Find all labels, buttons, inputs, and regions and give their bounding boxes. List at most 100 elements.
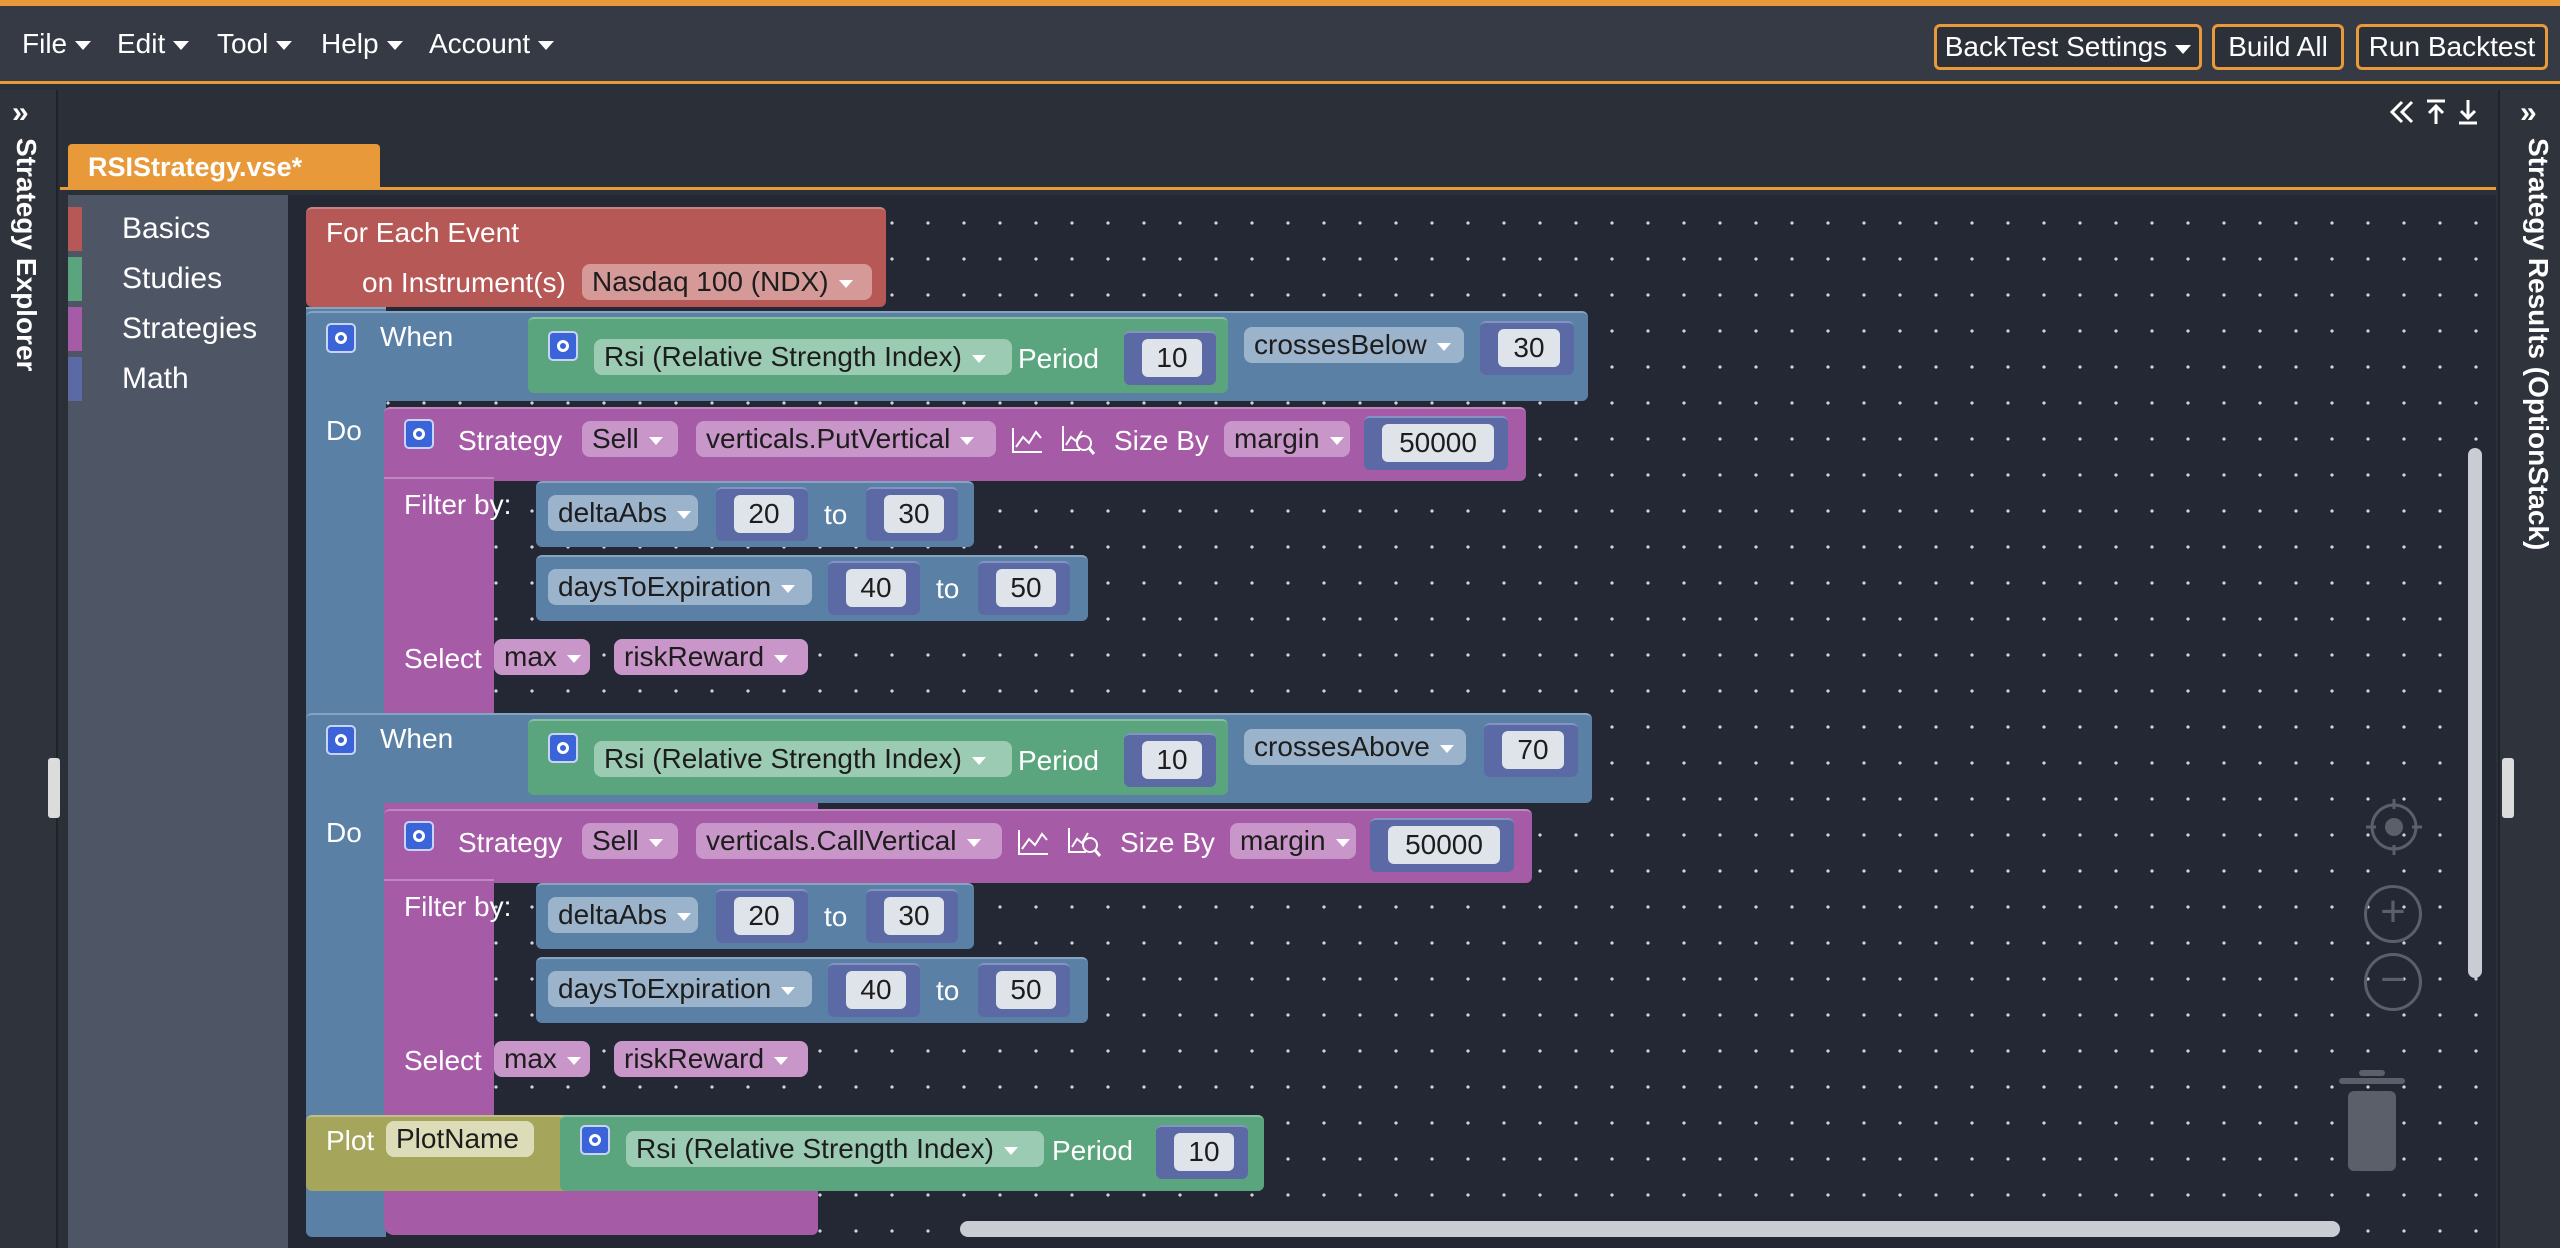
expand-panel-icon[interactable]: » — [2520, 96, 2537, 129]
collapse-all-icon[interactable] — [2388, 98, 2416, 126]
filter-from-input[interactable]: 20 — [734, 897, 794, 935]
chevron-down-icon — [2175, 44, 2192, 54]
gear-icon[interactable] — [404, 821, 434, 851]
gear-icon[interactable] — [326, 323, 356, 353]
toolbox-category-strategies[interactable]: Strategies — [68, 307, 288, 351]
gear-icon[interactable] — [580, 1125, 610, 1155]
gear-icon[interactable] — [404, 419, 434, 449]
period-input-1[interactable]: 10 — [1142, 339, 1202, 377]
comparator-dropdown-2[interactable]: crossesAbove — [1244, 729, 1466, 765]
select-field-dropdown-1[interactable]: riskReward — [614, 639, 808, 675]
menu-help-label: Help — [321, 27, 379, 59]
threshold-input-2[interactable]: 70 — [1502, 731, 1564, 769]
filter-to-input[interactable]: 50 — [996, 569, 1056, 607]
study-value: Rsi (Relative Strength Index) — [636, 1133, 994, 1164]
chevron-down-icon — [838, 279, 853, 288]
gear-icon[interactable] — [326, 725, 356, 755]
tab-rsistrategy[interactable]: RSIStrategy.vse* — [68, 144, 380, 190]
expand-panel-icon[interactable]: » — [12, 96, 29, 129]
zoom-out-icon[interactable]: − — [2364, 953, 2422, 1011]
size-by-dropdown-1[interactable]: margin — [1224, 421, 1350, 457]
menu-account-label: Account — [429, 27, 531, 59]
filter-from-input[interactable]: 40 — [846, 569, 906, 607]
size-input-2[interactable]: 50000 — [1388, 826, 1500, 864]
period-label: Period — [1018, 745, 1099, 776]
inspect-chart-icon[interactable] — [1060, 423, 1096, 457]
gear-icon[interactable] — [548, 331, 578, 361]
backtest-settings-button[interactable]: BackTest Settings — [1934, 24, 2202, 70]
study-dropdown-1[interactable]: Rsi (Relative Strength Index) — [594, 339, 1012, 375]
strategy-type-value: verticals.CallVertical — [706, 825, 957, 856]
strategy-type-dropdown-2[interactable]: verticals.CallVertical — [696, 823, 1002, 859]
study-value: Rsi (Relative Strength Index) — [604, 743, 962, 774]
size-by-value: margin — [1234, 423, 1320, 454]
workspace-canvas[interactable]: For Each Event on Instrument(s) Nasdaq 1… — [288, 195, 2496, 1248]
move-top-icon[interactable] — [2424, 98, 2448, 126]
size-input-1[interactable]: 50000 — [1382, 424, 1494, 462]
side-value: Sell — [592, 825, 639, 856]
size-by-dropdown-2[interactable]: margin — [1230, 823, 1356, 859]
menu-file[interactable]: File — [22, 6, 92, 81]
filter-field-dropdown[interactable]: deltaAbs — [548, 897, 698, 933]
select-mode-dropdown-1[interactable]: max — [494, 639, 590, 675]
filter-field-dropdown[interactable]: daysToExpiration — [548, 971, 812, 1007]
side-dropdown-1[interactable]: Sell — [582, 421, 678, 457]
filter-field-dropdown[interactable]: daysToExpiration — [548, 569, 812, 605]
chevron-down-icon — [566, 1056, 581, 1065]
strategy-label: Strategy — [458, 425, 563, 456]
filter-to-input[interactable]: 50 — [996, 971, 1056, 1009]
tab-close-icon[interactable]: × — [352, 146, 374, 168]
plot-period-input[interactable]: 10 — [1174, 1133, 1234, 1171]
period-input-2[interactable]: 10 — [1142, 741, 1202, 779]
select-mode-dropdown-2[interactable]: max — [494, 1041, 590, 1077]
menu-account[interactable]: Account — [429, 6, 555, 81]
filter-field-dropdown[interactable]: deltaAbs — [548, 495, 698, 531]
strategy-type-dropdown-1[interactable]: verticals.PutVertical — [696, 421, 996, 457]
threshold-input-1[interactable]: 30 — [1498, 329, 1560, 367]
category-color-swatch — [68, 357, 82, 401]
build-all-button[interactable]: Build All — [2212, 24, 2344, 70]
strategy-label: Strategy — [458, 827, 563, 858]
menu-edit[interactable]: Edit — [117, 6, 190, 81]
category-color-swatch — [68, 257, 82, 301]
comparator-value: crossesBelow — [1254, 329, 1427, 360]
left-panel-resize-handle[interactable] — [48, 758, 60, 818]
event-title: For Each Event — [326, 217, 519, 248]
study-dropdown-2[interactable]: Rsi (Relative Strength Index) — [594, 741, 1012, 777]
comparator-dropdown-1[interactable]: crossesBelow — [1244, 327, 1464, 363]
select-mode-value: max — [504, 641, 557, 672]
chart-icon[interactable] — [1016, 827, 1050, 857]
right-panel-resize-handle[interactable] — [2502, 758, 2514, 818]
chart-icon[interactable] — [1010, 425, 1044, 455]
plot-study-dropdown[interactable]: Rsi (Relative Strength Index) — [626, 1131, 1044, 1167]
horizontal-scrollbar[interactable] — [960, 1221, 2340, 1237]
vertical-scrollbar[interactable] — [2468, 448, 2482, 978]
strategy-results-title[interactable]: Strategy Results (OptionStack) — [2523, 138, 2554, 551]
menu-help[interactable]: Help — [321, 6, 403, 81]
target-icon[interactable] — [2364, 797, 2424, 857]
filter-to-input[interactable]: 30 — [884, 495, 944, 533]
select-field-dropdown-2[interactable]: riskReward — [614, 1041, 808, 1077]
inspect-chart-icon[interactable] — [1066, 825, 1102, 859]
filter-to-input[interactable]: 30 — [884, 897, 944, 935]
toolbox-category-studies[interactable]: Studies — [68, 257, 288, 301]
to-label: to — [824, 499, 848, 530]
side-dropdown-2[interactable]: Sell — [582, 823, 678, 859]
zoom-in-icon[interactable]: + — [2364, 885, 2422, 943]
plot-name-input[interactable]: PlotName — [386, 1121, 534, 1157]
menu-tool[interactable]: Tool — [217, 6, 293, 81]
filter-field-value: deltaAbs — [558, 899, 667, 930]
to-label: to — [936, 975, 960, 1006]
instrument-dropdown[interactable]: Nasdaq 100 (NDX) — [582, 264, 872, 300]
chevron-down-icon — [566, 654, 581, 663]
strategy-explorer-title[interactable]: Strategy Explorer — [11, 138, 42, 372]
toolbox-category-basics[interactable]: Basics — [68, 207, 288, 251]
filter-from-input[interactable]: 20 — [734, 495, 794, 533]
gear-icon[interactable] — [548, 733, 578, 763]
trash-icon[interactable] — [2332, 1067, 2412, 1177]
move-bottom-icon[interactable] — [2456, 98, 2480, 126]
filter-from-input[interactable]: 40 — [846, 971, 906, 1009]
run-backtest-button[interactable]: Run Backtest — [2356, 24, 2548, 70]
toolbox-category-math[interactable]: Math — [68, 357, 288, 401]
plot-label: Plot — [326, 1125, 375, 1156]
